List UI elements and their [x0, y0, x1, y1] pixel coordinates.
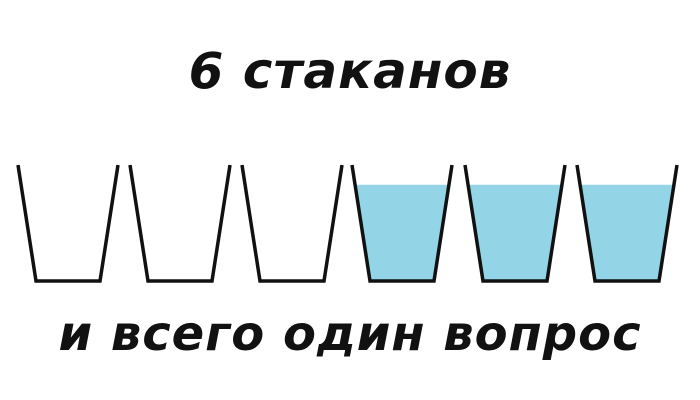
water-fill — [580, 184, 674, 281]
glass-outline — [463, 164, 567, 283]
water-fill — [355, 184, 449, 281]
glass-3 — [240, 164, 344, 283]
glass-2 — [128, 164, 232, 283]
glass-outline — [128, 164, 232, 283]
glass-1 — [16, 164, 120, 283]
glass-outline — [16, 164, 120, 283]
glass-outline — [575, 164, 679, 283]
glass-5 — [463, 164, 567, 283]
title: 6 стаканов — [188, 42, 512, 100]
glass-4 — [350, 164, 454, 283]
water-fill — [468, 184, 562, 281]
glass-6 — [575, 164, 679, 283]
glass-outline — [240, 164, 344, 283]
subtitle: и всего один вопрос — [58, 306, 642, 362]
glass-outline — [350, 164, 454, 283]
